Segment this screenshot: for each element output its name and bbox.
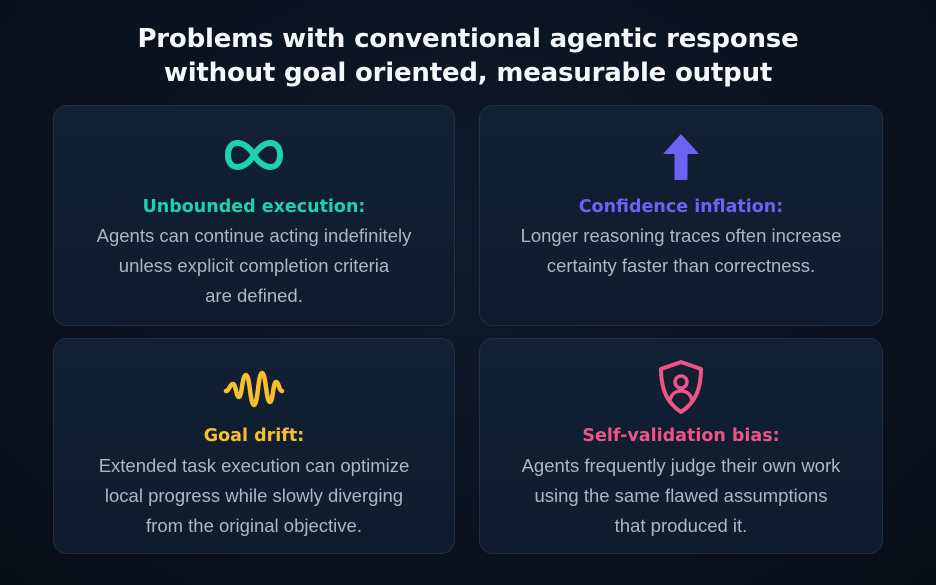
- card-heading: Unbounded execution:: [142, 197, 366, 217]
- card-heading: Confidence inflation:: [578, 197, 784, 217]
- page-title-line-2: without goal oriented, measurable output: [163, 58, 773, 88]
- card-goal-drift: Goal drift: Extended task execution can …: [53, 338, 455, 554]
- arrow-up-icon: [663, 134, 699, 180]
- card-body: Agents can continue acting indefinitely …: [96, 225, 412, 306]
- card-self-validation-bias: Self-validation bias: Agents frequently …: [479, 338, 883, 554]
- card-unbounded-execution: Unbounded execution: Agents can continue…: [53, 105, 455, 326]
- infinity-icon: [225, 140, 283, 170]
- card-heading: Self-validation bias:: [582, 426, 780, 446]
- card-confidence-inflation: Confidence inflation: Longer reasoning t…: [479, 105, 883, 326]
- page-title-line-1: Problems with conventional agentic respo…: [137, 24, 799, 54]
- card-body: Agents frequently judge their own work u…: [521, 455, 841, 536]
- card-heading: Goal drift:: [203, 426, 305, 446]
- card-body: Extended task execution can optimize loc…: [98, 455, 410, 536]
- page-title: Problems with conventional agentic respo…: [0, 22, 936, 90]
- waveform-icon: [223, 370, 285, 408]
- shield-user-icon: [659, 360, 703, 414]
- card-body: Longer reasoning traces often increase c…: [520, 225, 842, 276]
